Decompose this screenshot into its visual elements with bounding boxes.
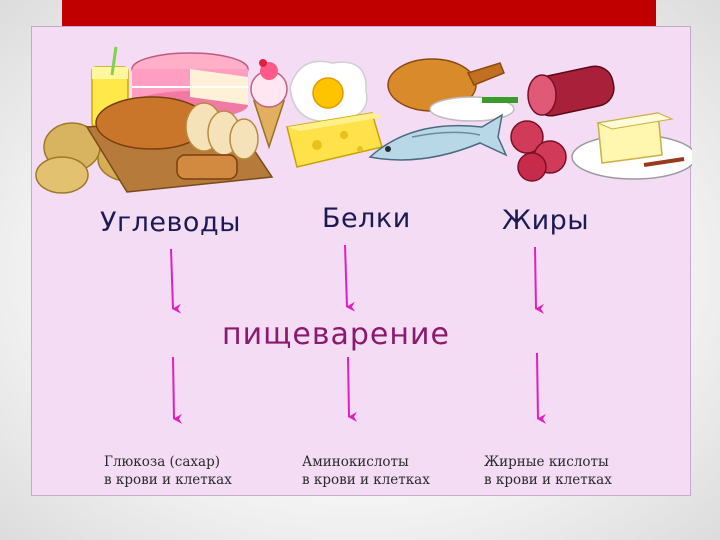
fish-icon: [368, 113, 508, 161]
fats-label: Жиры: [502, 205, 590, 236]
glucose-result: Глюкоза (сахар) в крови и клетках: [104, 453, 232, 489]
chicken-icon: [387, 58, 518, 122]
digestion-label: пищеварение: [222, 317, 450, 352]
cheese-icon: [286, 112, 384, 168]
amino-acids-line2: в крови и клетках: [302, 472, 430, 488]
fats-arrow-upper: [534, 246, 545, 314]
amino-acids-result: Аминокислоты в крови и клетках: [302, 453, 430, 489]
fats-arrow-lower: [536, 352, 547, 424]
butter-icon: [571, 112, 692, 180]
sausage-icon: [510, 65, 615, 182]
egg-icon: [289, 60, 368, 123]
fatty-acids-line2: в крови и клетках: [484, 472, 612, 488]
ice-cream-icon: [250, 59, 288, 150]
bread-icon: [85, 96, 274, 193]
proteins-label: Белки: [322, 203, 411, 234]
carbs-arrow-lower: [172, 356, 183, 424]
fatty-acids-result: Жирные кислоты в крови и клетках: [484, 453, 612, 489]
glucose-line2: в крови и клетках: [104, 472, 232, 488]
food-illustration: [35, 46, 692, 194]
title-bar: [62, 0, 656, 26]
carbohydrates-label: Углеводы: [100, 207, 241, 238]
fatty-acids-line1: Жирные кислоты: [484, 454, 609, 470]
digestion-panel: Углеводы Белки Жиры пищеварение Глюкоза …: [31, 26, 692, 496]
glucose-line1: Глюкоза (сахар): [104, 454, 220, 470]
proteins-arrow-upper: [344, 244, 356, 312]
carbs-arrow-upper: [170, 248, 182, 314]
proteins-arrow-lower: [347, 356, 358, 422]
amino-acids-line1: Аминокислоты: [302, 454, 409, 470]
